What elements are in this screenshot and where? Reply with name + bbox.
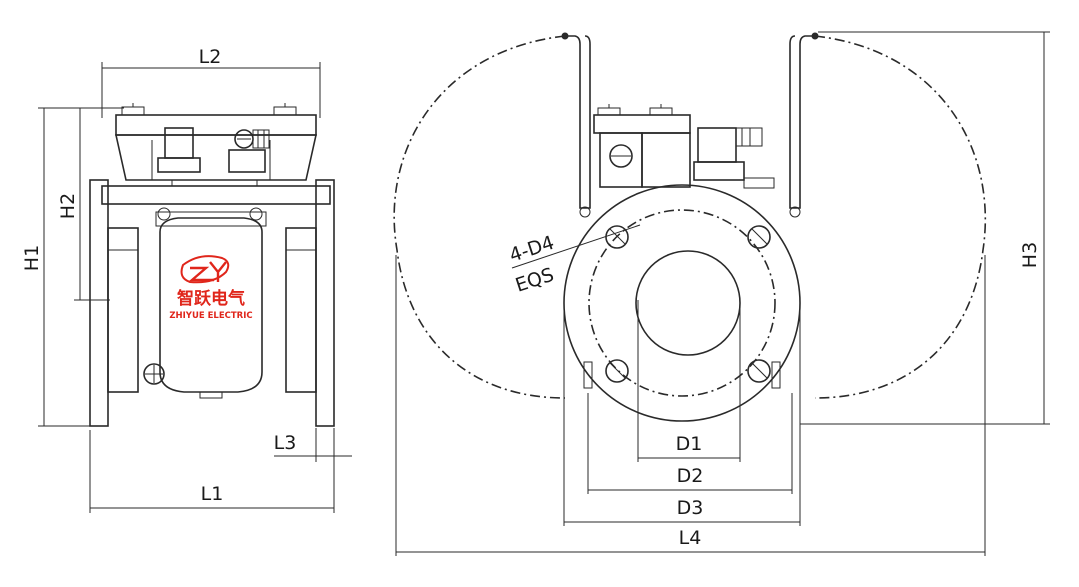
dim-h2: H2 (57, 193, 79, 219)
bolt-circle (588, 209, 776, 397)
bolt-holes (605, 225, 771, 383)
logo-cn-text: 智跃电气 (177, 288, 245, 309)
front-view: 4-D4 EQS D1 D2 D3 L4 (393, 31, 1050, 556)
left-flange (89, 179, 109, 427)
dim-l1: L1 (201, 483, 224, 505)
dim-d3: D3 (677, 497, 704, 519)
dim-d2: D2 (677, 465, 704, 487)
dim-h1: H1 (21, 245, 43, 271)
front-dimensions: D1 D2 D3 L4 H3 (395, 31, 1050, 556)
side-view: 智跃电气 ZHIYUE ELECTRIC L2 L1 L3 H1 (21, 46, 352, 513)
side-dimensions: L2 L1 L3 H1 H2 (21, 46, 352, 513)
float-chamber (159, 217, 263, 393)
right-swing-arc (814, 35, 987, 399)
dim-d1: D1 (676, 433, 703, 455)
center-fitting (164, 127, 194, 159)
cover-bolts (121, 103, 297, 116)
bolt-leader (511, 224, 641, 269)
dim-l4: L4 (679, 527, 702, 549)
left-swing-arc (393, 35, 566, 399)
top-cover (115, 114, 317, 136)
upper-housing (115, 134, 317, 181)
dim-l2: L2 (199, 46, 222, 68)
right-handle (789, 35, 815, 209)
bore (635, 250, 741, 356)
right-flange (315, 179, 335, 427)
flange-outer (563, 184, 801, 422)
drain-plug (143, 363, 165, 385)
dim-eqs: EQS (513, 264, 557, 297)
left-handle (565, 35, 591, 209)
front-gland (697, 127, 737, 163)
brand-logo: 智跃电气 ZHIYUE ELECTRIC (169, 255, 253, 321)
mounting-plate (101, 185, 331, 205)
logo-en-text: ZHIYUE ELECTRIC (169, 311, 252, 321)
dim-l3: L3 (274, 432, 297, 454)
front-valve-housing (599, 132, 643, 188)
dim-h3: H3 (1019, 242, 1041, 268)
